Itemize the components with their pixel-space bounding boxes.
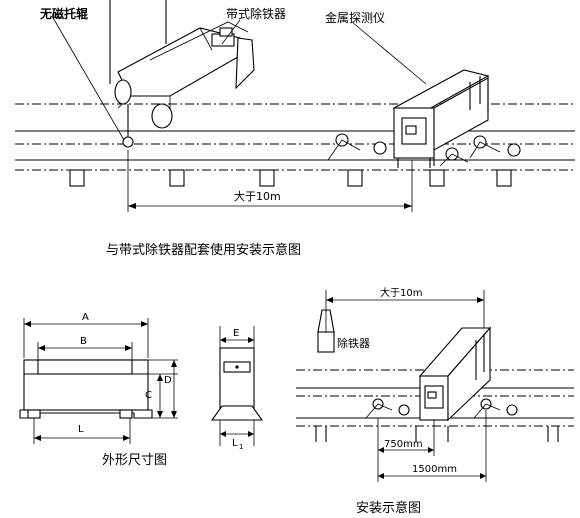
conveyor-supports [69, 169, 512, 187]
detector-idlers [327, 133, 521, 167]
distance-dimension-top [127, 150, 413, 212]
dimension-diagram: A B C D L E L 1 外形尺寸图 [19, 312, 264, 468]
label-metal-detector: 金属探测仪 [325, 10, 385, 25]
metal-detector-install [418, 326, 492, 422]
label-distance-top: 大于10m [234, 189, 281, 203]
install-supports [315, 426, 559, 442]
dim-label-l1: L [232, 438, 238, 449]
dim-label-l: L [78, 424, 84, 435]
label-iron-remover: 除铁器 [337, 336, 370, 350]
dim-label-d: D [164, 375, 172, 386]
label-1500: 1500mm [412, 464, 457, 475]
caption-dimension: 外形尺寸图 [102, 453, 167, 468]
leader-magnetic-idler [51, 15, 125, 141]
dim-label-b: B [80, 336, 87, 347]
metal-detector [392, 69, 490, 168]
install-idlers [365, 398, 518, 419]
side-view: E L 1 [210, 326, 264, 451]
label-distance-install: 大于10m [380, 286, 422, 299]
label-750: 750mm [384, 439, 423, 450]
leader-belt-separator [221, 19, 241, 45]
caption-top: 与带式除铁器配套使用安装示意图 [106, 242, 301, 258]
caption-install: 安装示意图 [356, 500, 421, 516]
belt-iron-separator [114, 21, 255, 148]
dim-label-e: E [233, 328, 239, 339]
install-diagram: 除铁器 大于10m [296, 286, 574, 516]
label-belt-separator: 带式除铁器 [226, 6, 286, 21]
top-installation-diagram: 无磁托辊 带式除铁器 金属探测仪 大于10m 与带式除铁器配套使用安装示意图 [15, 0, 575, 258]
dim-label-l1-sub: 1 [239, 443, 243, 451]
label-magnetic-idler: 无磁托辊 [39, 6, 88, 21]
leader-metal-detector [351, 21, 427, 85]
iron-remover-icon [317, 309, 335, 353]
dim-label-c: C [145, 390, 152, 401]
dim-label-a: A [82, 312, 89, 323]
